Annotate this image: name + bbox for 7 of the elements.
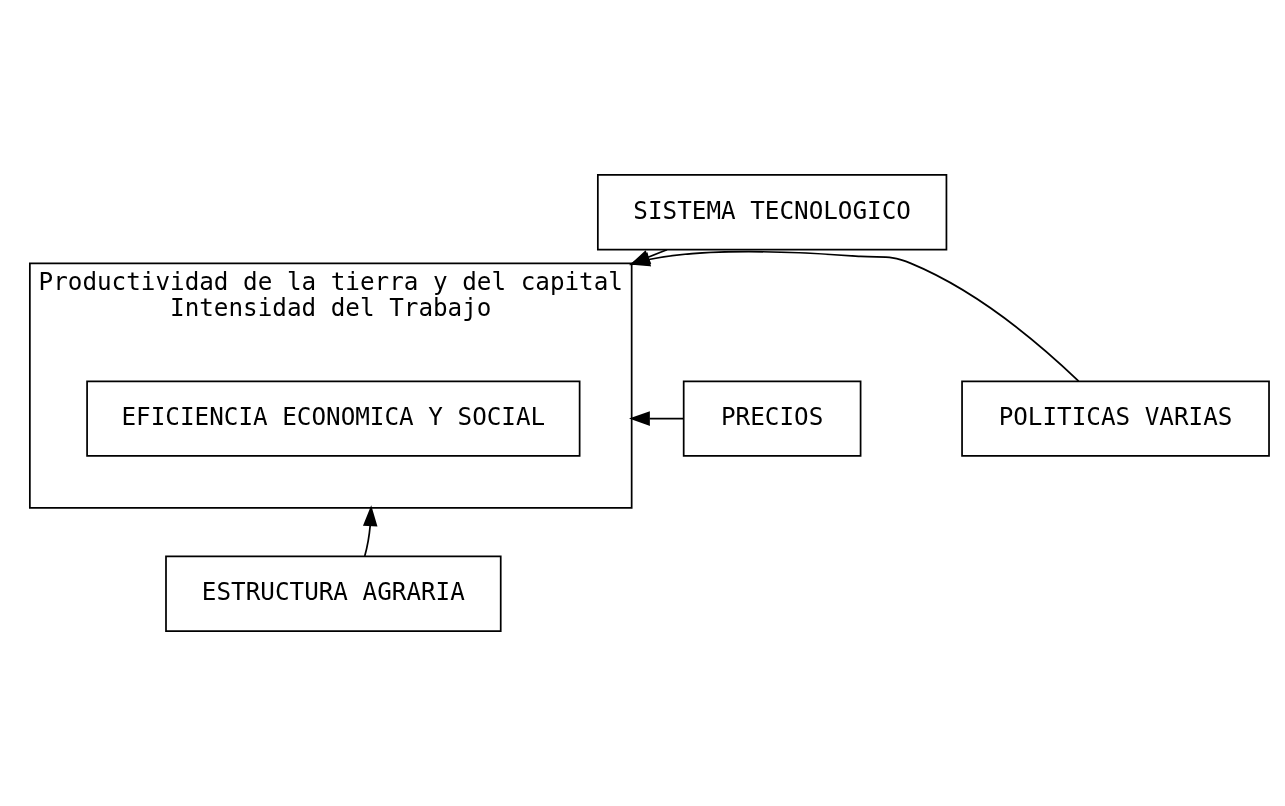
arrow bbox=[362, 505, 378, 557]
node-box: POLITICAS VARIAS bbox=[961, 380, 1270, 457]
node-box: PRECIOS bbox=[682, 380, 862, 457]
node-box: EFICIENCIA ECONOMICA Y SOCIAL bbox=[86, 380, 581, 457]
node-box: ESTRUCTURA AGRARIA bbox=[165, 555, 502, 632]
node-box: SISTEMA TECNOLOGICO bbox=[596, 174, 948, 251]
arrow bbox=[629, 411, 685, 426]
